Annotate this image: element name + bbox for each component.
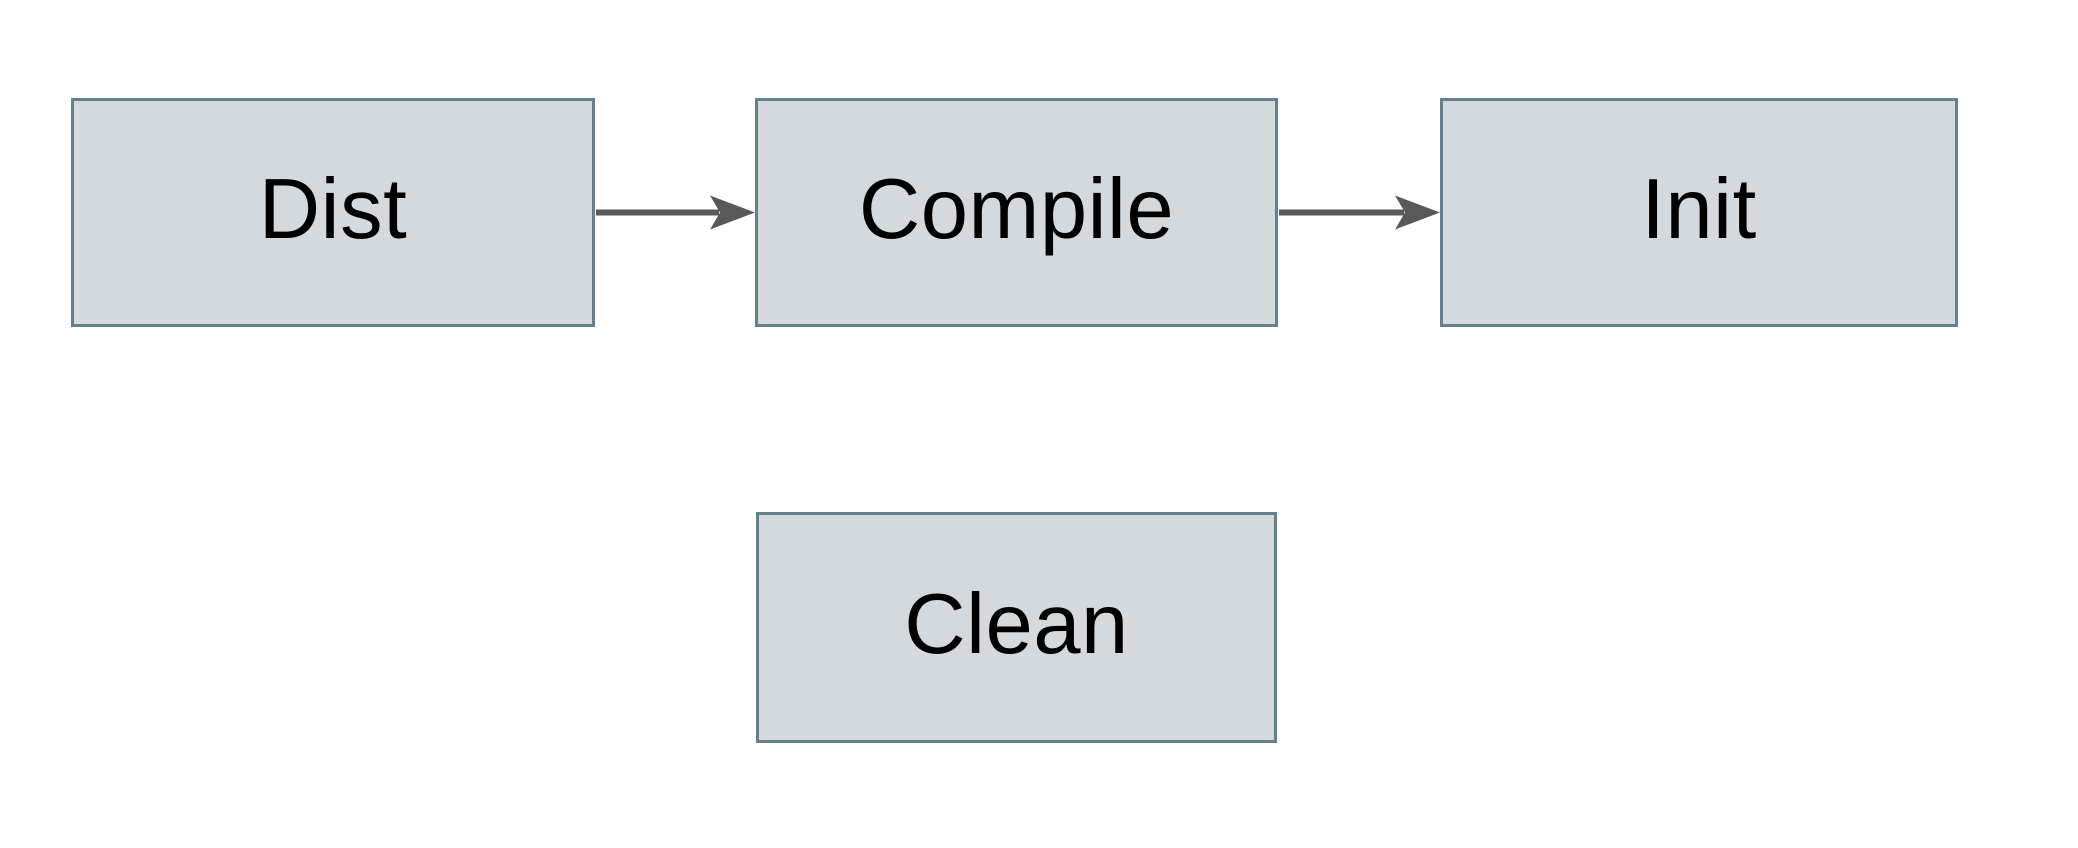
node-label: Init <box>1641 162 1757 257</box>
arrow-head-icon <box>1395 195 1440 230</box>
node-compile[interactable]: Compile <box>755 98 1278 327</box>
node-label: Compile <box>858 162 1175 257</box>
edge-dist-compile[interactable] <box>596 195 755 230</box>
edge-compile-init[interactable] <box>1279 195 1440 230</box>
arrow-head-icon <box>710 195 755 230</box>
node-label: Clean <box>904 577 1129 672</box>
node-init[interactable]: Init <box>1440 98 1958 327</box>
node-label: Dist <box>258 162 408 257</box>
node-dist[interactable]: Dist <box>71 98 595 327</box>
node-clean[interactable]: Clean <box>756 512 1277 743</box>
